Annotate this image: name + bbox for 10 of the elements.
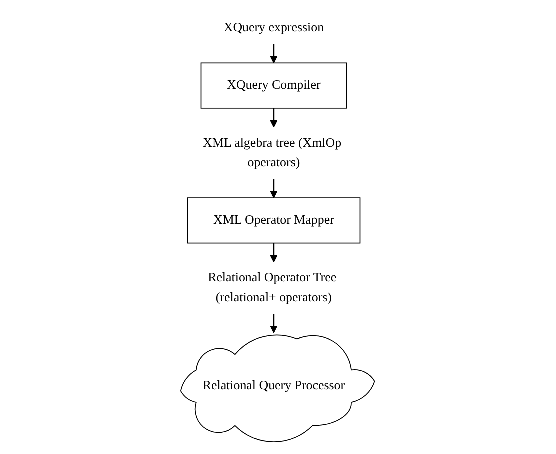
arrow bbox=[270, 108, 278, 128]
node-text: Relational Operator Tree (relational+ operators) bbox=[208, 271, 337, 304]
arrow bbox=[270, 243, 278, 263]
arrow bbox=[270, 314, 278, 334]
node-text: XML algebra tree (XmlOp operators) bbox=[203, 136, 342, 170]
arrow bbox=[270, 44, 278, 64]
node-text: XQuery expression bbox=[224, 20, 324, 35]
node-box: XML Operator Mapper bbox=[187, 198, 361, 244]
node-box: XQuery Compiler bbox=[200, 62, 348, 109]
arrow bbox=[270, 179, 278, 198]
